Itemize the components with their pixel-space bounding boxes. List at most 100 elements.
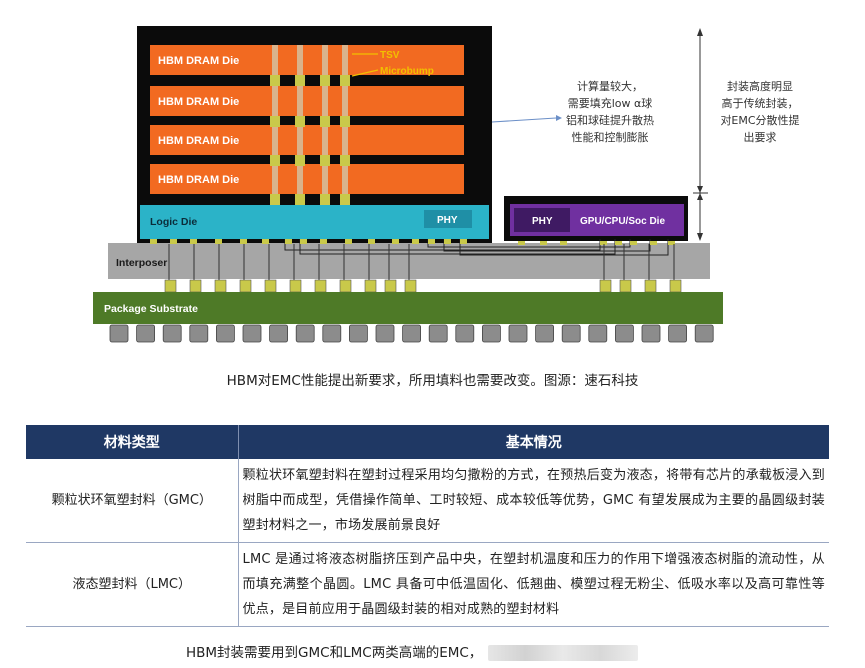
micro-bump [285,239,292,244]
dram-die-4 [150,164,464,194]
micro-bump [345,239,352,244]
table-row: 液态塑封料（LMC） LMC 是通过将液态树脂挤压到产品中央，在塑封机温度和压力… [26,542,829,627]
bga-balls [109,324,714,343]
c4-bump [619,279,632,293]
bga-ball [455,324,475,343]
micro-bump [300,239,307,244]
c4-bump [599,279,612,293]
c4-bump [214,279,227,293]
dram-label-2: HBM DRAM Die [158,96,239,108]
c4-bump [289,279,302,293]
soc-die-label: GPU/CPU/Soc Die [580,216,665,227]
blurred-source [488,645,639,661]
row-gmc-type: 颗粒状环氧塑封料（GMC） [26,459,239,543]
logic-phy-label: PHY [437,215,458,226]
row-lmc-desc: LMC 是通过将液态树脂挤压到产品中央，在塑封机温度和压力的作用下增强液态树脂的… [238,542,829,627]
tsv-microbump [320,75,330,86]
micro-bump [630,241,637,245]
dram-die-3 [150,125,464,155]
bga-ball [402,324,422,343]
micro-bump [615,241,622,245]
bga-ball [162,324,182,343]
table-row: 颗粒状环氧塑封料（GMC） 颗粒状环氧塑封料在塑封过程采用均匀撒粉的方式，在预热… [26,459,829,543]
dim-arrow-mid2 [697,193,703,200]
height-dimension [693,30,708,240]
bga-ball [109,324,129,343]
c4-bump [384,279,397,293]
micro-bump [540,241,547,245]
note-arrow-line [491,117,557,123]
c4-bumps [164,244,682,293]
micro-bump [560,241,567,245]
caption-2-text: HBM封装需要用到GMC和LMC两类高端的EMC， [186,645,483,661]
logic-die-label: Logic Die [150,216,197,228]
row-lmc-type: 液态塑封料（LMC） [26,542,239,627]
micro-bump [428,239,435,244]
micro-bump [600,241,607,245]
tsv-microbump [270,116,280,127]
dram-label-1: HBM DRAM Die [158,55,239,67]
bga-ball [215,324,235,343]
dim-arrow-mid1 [697,186,703,193]
hbm-package-diagram: HBM DRAM Die HBM DRAM Die HBM DRAM Die H… [93,26,800,343]
tsv-microbump [295,194,305,205]
micro-bump [368,239,375,244]
note-left-line-1: 计算量较大， [577,79,643,93]
bga-ball [641,324,661,343]
figure-caption-2: HBM封装需要用到GMC和LMC两类高端的EMC， [186,641,639,661]
note-right-line-3: 对EMC分散性提 [720,113,799,127]
dram-die-1 [150,45,464,75]
tsv-columns [270,45,350,205]
interposer-label: Interposer [116,257,167,269]
tsv-microbump [340,116,350,127]
tsv-microbump [320,194,330,205]
dim-arrow-bottom [697,233,703,241]
micro-bump [320,239,327,244]
tsv-microbump [340,75,350,86]
bga-ball [322,324,342,343]
bga-ball [189,324,209,343]
micro-bump [412,239,419,244]
micro-bump [150,239,157,244]
tsv-microbump [270,75,280,86]
dram-stack: HBM DRAM Die HBM DRAM Die HBM DRAM Die H… [150,45,464,194]
bga-ball [269,324,289,343]
bga-ball [136,324,156,343]
dram-label-3: HBM DRAM Die [158,135,239,147]
micro-bump [190,239,197,244]
micro-bump [262,239,269,244]
micro-bump [392,239,399,244]
c4-bump [404,279,417,293]
note-right-line-2: 高于传统封装， [722,96,799,110]
bga-ball [588,324,608,343]
microbump-label: Microbump [380,66,434,77]
tsv-label: TSV [380,50,400,61]
micro-bump [518,241,525,245]
c4-bump [189,279,202,293]
bga-ball [615,324,634,343]
bga-ball [242,324,262,343]
tsv-microbump [295,75,305,86]
note-left-line-3: 铝和球硅提升散热 [566,113,654,127]
bga-ball [295,324,315,343]
note-right-line-1: 封装高度明显 [727,79,793,93]
c4-bump [314,279,327,293]
figure-caption-1: HBM对EMC性能提出新要求，所用填料也需要改变。图源：速石科技 [226,373,639,389]
micro-bumps [150,239,675,245]
tsv-microbump [340,194,350,205]
bga-ball [348,324,368,343]
c4-bump [264,279,277,293]
dram-label-4: HBM DRAM Die [158,174,239,186]
table-header-row: 材料类型 基本情况 [26,425,829,459]
bga-ball [694,324,714,343]
logic-phy-block [424,210,472,228]
micro-bump [650,241,657,245]
bga-ball [481,324,501,343]
bga-ball [668,324,687,343]
note-right: 封装高度明显 高于传统封装， 对EMC分散性提 出要求 [720,79,799,144]
bga-ball [561,324,581,343]
dram-die-2 [150,86,464,116]
soc-phy-label: PHY [532,216,553,227]
tsv-microbump [320,155,330,166]
dim-arrow-top [697,28,703,36]
